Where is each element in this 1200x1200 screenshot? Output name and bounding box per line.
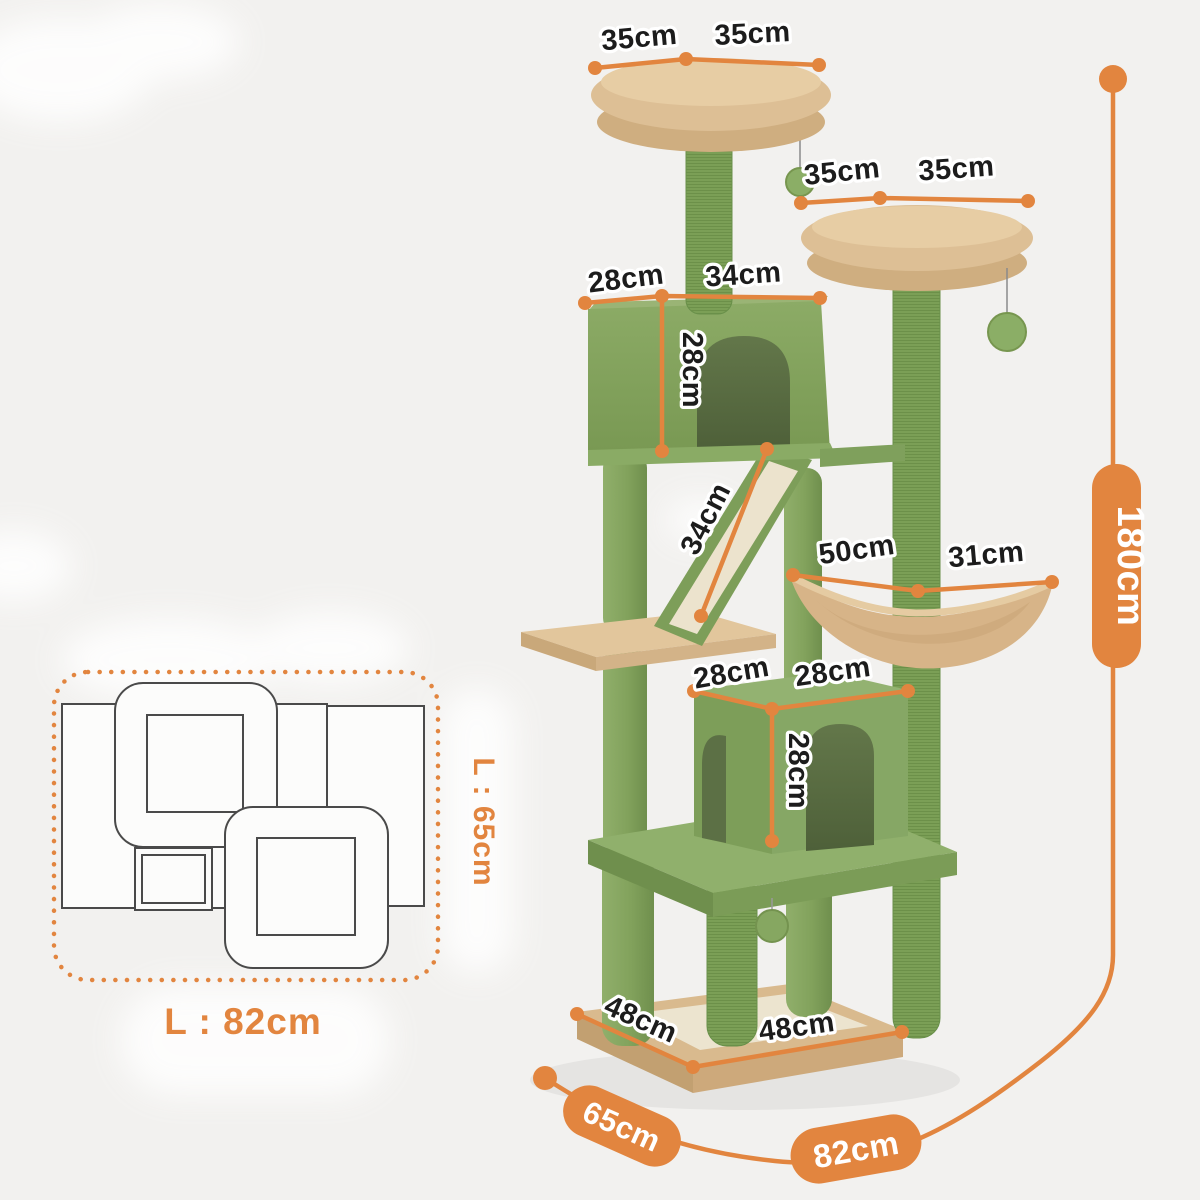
cat-hammock bbox=[786, 572, 1057, 669]
upper-condo-step-board bbox=[820, 444, 905, 467]
footprint-bottom-length-label: L : 82cm bbox=[164, 1001, 321, 1042]
footprint-diagram: L : 65cm L : 82cm bbox=[51, 669, 500, 1042]
cat-tree-illustration bbox=[521, 58, 1057, 1110]
lower-condo-height-label: 28cm bbox=[782, 733, 814, 809]
background-clouds bbox=[0, 4, 734, 1095]
dimension-dots bbox=[533, 52, 1127, 1090]
support-post-lower-left bbox=[602, 850, 654, 1046]
support-post-upper-left bbox=[603, 452, 647, 634]
upper-condo-depth-label: 28cm bbox=[586, 259, 666, 300]
top-perch-width-label: 35cm bbox=[714, 16, 792, 52]
total-height-label: 180cm bbox=[1109, 506, 1151, 627]
total-height-pill: 180cm bbox=[1092, 464, 1151, 668]
hammock-depth-label: 31cm bbox=[947, 536, 1026, 575]
floor-width-pill: 82cm bbox=[790, 1114, 922, 1184]
pompom-toy-middle bbox=[987, 268, 1027, 352]
upper-condo-height-label: 28cm bbox=[676, 332, 708, 408]
lower-condo-door-arch bbox=[806, 724, 874, 851]
top-perch bbox=[591, 58, 831, 152]
hammock-width-label: 50cm bbox=[817, 529, 897, 571]
scratching-ramp bbox=[654, 444, 812, 646]
middle-perch-width-label: 35cm bbox=[917, 150, 995, 187]
footprint-outline-dotted bbox=[51, 669, 441, 983]
lower-condo-side-arch bbox=[702, 735, 726, 843]
support-post-lower-mid bbox=[786, 872, 832, 1017]
footprint-side-length-label: L : 65cm bbox=[467, 757, 500, 886]
lower-condo bbox=[694, 672, 908, 854]
support-post-mid-left bbox=[603, 648, 647, 854]
middle-perch bbox=[801, 205, 1033, 291]
upper-condo-door-arch bbox=[697, 336, 790, 449]
pompom-toy-top bbox=[785, 128, 815, 197]
top-perch-depth-label: 35cm bbox=[600, 19, 679, 58]
upper-condo-width-label: 34cm bbox=[704, 256, 782, 293]
footprint-boards bbox=[61, 682, 425, 969]
upper-condo bbox=[588, 296, 905, 467]
middle-perch-depth-label: 35cm bbox=[803, 152, 882, 192]
pompom-toy-bottom bbox=[755, 898, 789, 943]
